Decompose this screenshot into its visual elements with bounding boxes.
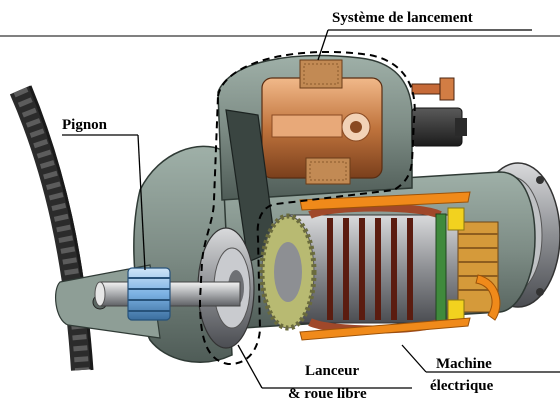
label-machine-line2: électrique <box>430 378 494 394</box>
solenoid-housing <box>217 54 467 201</box>
label-lanceur-line1: Lanceur <box>305 363 360 379</box>
label-pignon: Pignon <box>62 117 108 133</box>
armature <box>289 203 499 334</box>
pinion-gear <box>127 267 171 321</box>
label-systeme-de-lancement: Système de lancement <box>332 10 473 26</box>
planetary-gear <box>259 213 317 331</box>
lancement-system-outline <box>198 50 416 366</box>
label-machine-line1: Machine <box>436 356 492 372</box>
label-lanceur-line2: & roue libre <box>288 386 367 402</box>
field-coils <box>299 191 501 341</box>
callout-lines <box>62 29 560 389</box>
